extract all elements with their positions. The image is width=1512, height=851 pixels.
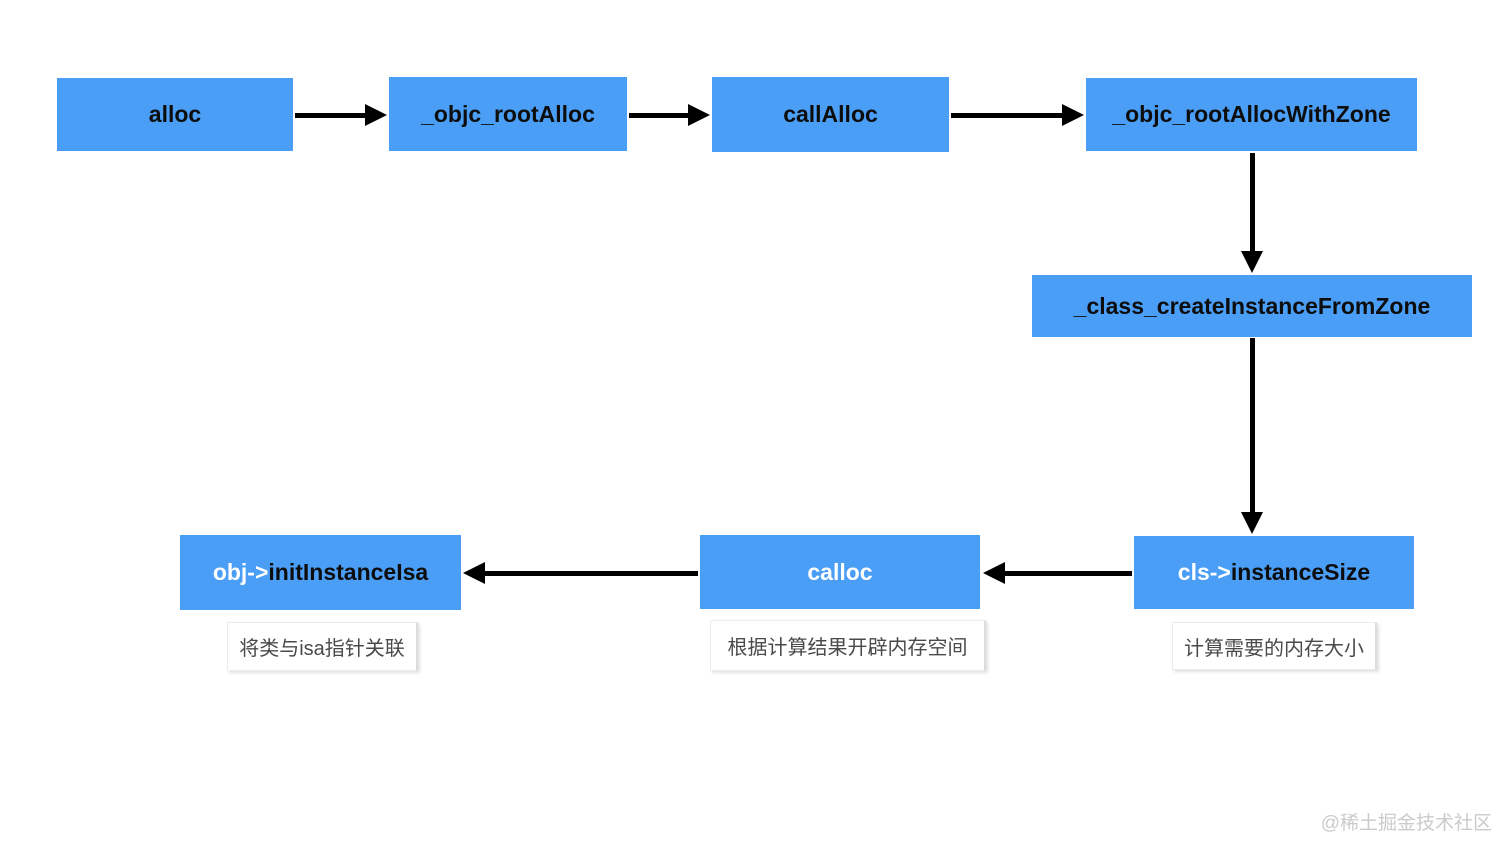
arrow-line bbox=[951, 113, 1064, 118]
node-label: instanceSize bbox=[1230, 559, 1371, 585]
arrow-line bbox=[295, 113, 367, 118]
note-text: 计算需要的内存大小 bbox=[1184, 637, 1364, 660]
flow-node-alloc: alloc bbox=[57, 78, 293, 151]
arrow-instanceSize-to-calloc bbox=[983, 562, 1132, 584]
flow-node-obj-initInstanceIsa: obj->initInstanceIsa bbox=[180, 535, 461, 610]
flow-node-objc-rootAlloc: _objc_rootAlloc bbox=[389, 77, 627, 151]
note-instance-size: 计算需要的内存大小 bbox=[1172, 622, 1377, 670]
flow-node-callAlloc: callAlloc bbox=[712, 77, 949, 152]
arrow-head-icon bbox=[365, 104, 387, 126]
note-init-isa: 将类与isa指针关联 bbox=[227, 622, 418, 671]
flow-node-class-createInstanceFromZone: _class_createInstanceFromZone bbox=[1032, 275, 1472, 337]
arrow-head-icon bbox=[1241, 512, 1263, 534]
node-label: alloc bbox=[148, 101, 202, 127]
arrow-rootAllocWithZone-to-createInstanceFromZone bbox=[1241, 153, 1263, 273]
arrow-rootAlloc-to-callAlloc bbox=[629, 104, 710, 126]
arrow-line bbox=[483, 571, 698, 576]
node-label: _objc_rootAlloc bbox=[421, 100, 595, 127]
node-label: initInstanceIsa bbox=[268, 559, 429, 585]
arrow-head-icon bbox=[688, 104, 710, 126]
node-label-prefix: cls-> bbox=[1177, 559, 1231, 585]
node-label-prefix: obj-> bbox=[212, 559, 269, 585]
flow-node-cls-instanceSize: cls->instanceSize bbox=[1134, 536, 1414, 609]
arrow-line bbox=[1250, 338, 1255, 514]
arrow-callAlloc-to-rootAllocWithZone bbox=[951, 104, 1084, 126]
arrow-alloc-to-rootAlloc bbox=[295, 104, 387, 126]
node-label: _class_createInstanceFromZone bbox=[1073, 292, 1431, 319]
node-label: calloc bbox=[807, 558, 873, 585]
arrow-head-icon bbox=[1241, 251, 1263, 273]
note-text: 将类与isa指针关联 bbox=[239, 638, 405, 660]
flow-node-objc-rootAllocWithZone: _objc_rootAllocWithZone bbox=[1086, 78, 1417, 151]
arrow-line bbox=[629, 113, 690, 118]
node-label: _objc_rootAllocWithZone bbox=[1112, 101, 1391, 127]
node-label: callAlloc bbox=[783, 101, 878, 127]
arrow-head-icon bbox=[463, 562, 485, 584]
arrow-line bbox=[1003, 571, 1132, 576]
watermark: @稀土掘金技术社区 bbox=[1320, 813, 1492, 834]
arrow-calloc-to-initInstanceIsa bbox=[463, 562, 698, 584]
arrow-createInstanceFromZone-to-instanceSize bbox=[1241, 338, 1263, 534]
arrow-line bbox=[1250, 153, 1255, 253]
note-calloc: 根据计算结果开辟内存空间 bbox=[710, 620, 986, 671]
arrow-head-icon bbox=[983, 562, 1005, 584]
flow-node-calloc: calloc bbox=[700, 535, 980, 609]
note-text: 根据计算结果开辟内存空间 bbox=[727, 637, 968, 659]
arrow-head-icon bbox=[1062, 104, 1084, 126]
